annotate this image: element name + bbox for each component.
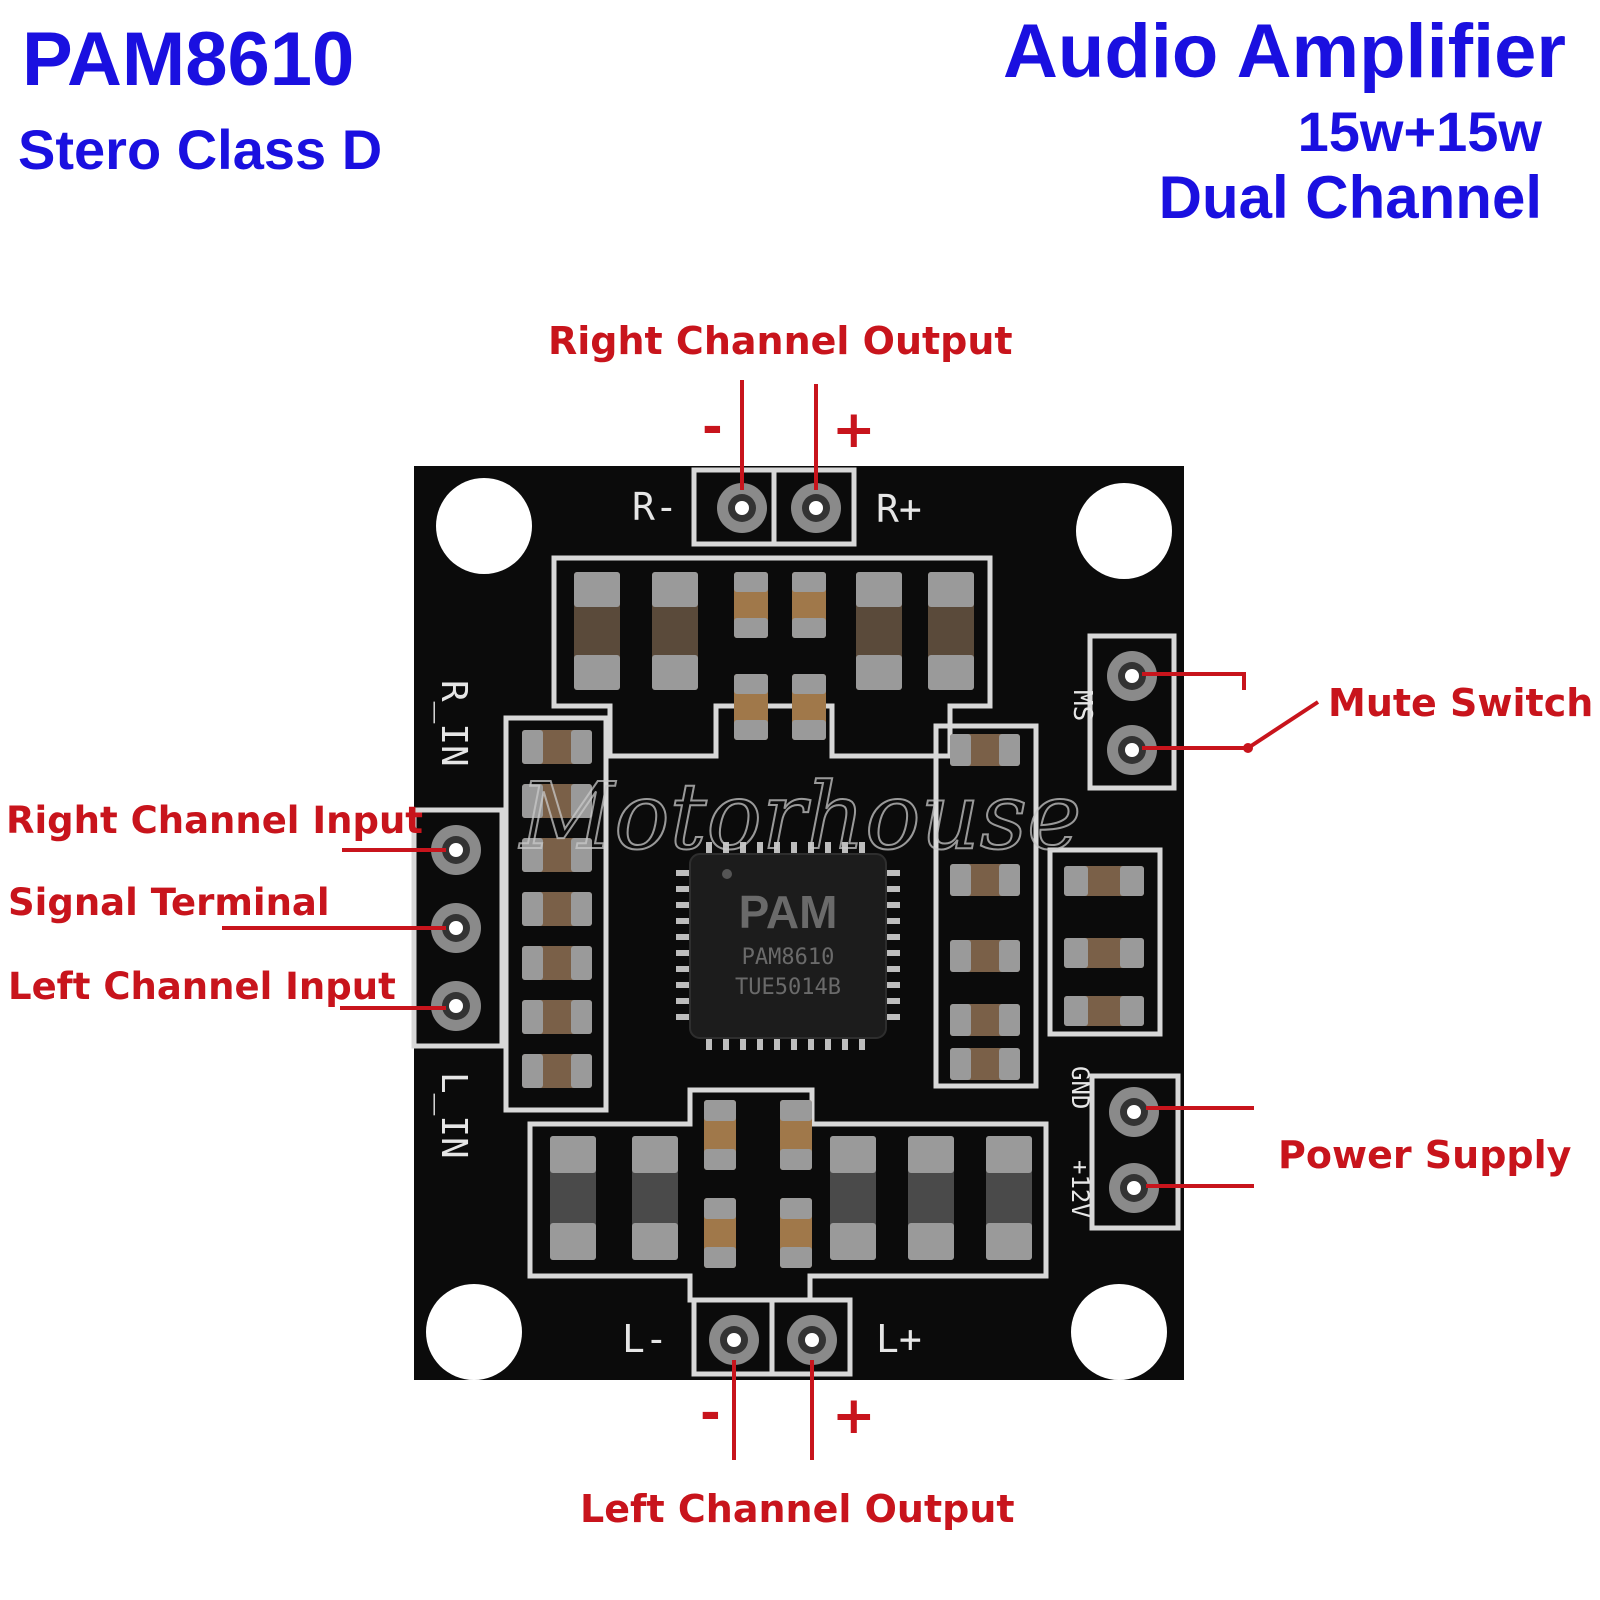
smd-part <box>704 1198 736 1268</box>
pad-gnd <box>1109 1087 1159 1137</box>
smd-part <box>734 674 768 740</box>
smd-part <box>652 572 698 690</box>
smd-part <box>950 734 1020 766</box>
label-power-supply: Power Supply <box>1278 1133 1572 1177</box>
pad-signal <box>431 903 481 953</box>
pad-mute-1 <box>1107 651 1157 701</box>
smd-part <box>1064 996 1144 1026</box>
smd-part <box>522 946 592 980</box>
smd-part <box>1064 938 1144 968</box>
silk-l-in: L_IN <box>433 1072 474 1159</box>
smd-part <box>632 1136 678 1260</box>
smd-part <box>908 1136 954 1260</box>
mounting-hole <box>436 478 532 574</box>
smd-components <box>522 572 1144 1268</box>
silk-r-minus: R- <box>632 485 678 529</box>
smd-part <box>950 1048 1020 1080</box>
pad-r-in <box>431 825 481 875</box>
label-left-channel-output: Left Channel Output <box>580 1487 1015 1531</box>
pad-l-in <box>431 981 481 1031</box>
pad-l-minus <box>709 1315 759 1365</box>
smd-part <box>522 784 592 818</box>
mounting-hole <box>426 1284 522 1380</box>
pad-r-minus <box>717 483 767 533</box>
smd-part <box>950 864 1020 896</box>
chip-code: TUE5014B <box>735 975 841 1000</box>
smd-part <box>574 572 620 690</box>
label-mute-switch: Mute Switch <box>1328 681 1594 725</box>
silk-gnd: GND <box>1066 1066 1094 1109</box>
chip-part: PAM8610 <box>742 945 835 970</box>
smd-part <box>830 1136 876 1260</box>
smd-part <box>522 1000 592 1034</box>
smd-part <box>1064 866 1144 896</box>
smd-part <box>522 730 592 764</box>
pad-mute-2 <box>1107 725 1157 775</box>
pad-l-plus <box>787 1315 837 1365</box>
model-title: PAM8610 <box>22 17 355 102</box>
silkscreen-outlines <box>411 467 1181 1377</box>
mounting-hole <box>1076 483 1172 579</box>
sign-left-minus: - <box>700 1384 721 1442</box>
silk-r-in: R_IN <box>433 680 474 767</box>
chip-brand: PAM <box>739 886 838 938</box>
mounting-hole <box>1071 1284 1167 1380</box>
leader-dot <box>1243 743 1253 753</box>
label-signal-terminal: Signal Terminal <box>8 881 330 924</box>
smd-part <box>950 940 1020 972</box>
smd-part <box>522 838 592 872</box>
smd-part <box>780 1198 812 1268</box>
leader-lines <box>222 380 1320 1460</box>
amplifier-chip: PAM PAM8610 TUE5014B <box>676 842 900 1050</box>
smd-part <box>792 674 826 740</box>
smd-part <box>522 892 592 926</box>
smd-part <box>986 1136 1032 1260</box>
channel-info: Dual Channel <box>1158 164 1542 231</box>
smd-part <box>550 1136 596 1260</box>
silk-vin: +12V <box>1066 1160 1094 1218</box>
label-right-channel-input: Right Channel Input <box>6 799 423 842</box>
smd-part <box>522 1054 592 1088</box>
sign-right-plus: + <box>832 400 876 460</box>
power-rating: 15w+15w <box>1297 100 1542 163</box>
pad-vin <box>1109 1163 1159 1213</box>
silk-l-plus: L+ <box>876 1317 922 1361</box>
smd-part <box>734 572 768 638</box>
smd-part <box>856 572 902 690</box>
model-subtitle: Stero Class D <box>18 118 383 181</box>
smd-part <box>780 1100 812 1170</box>
smd-part <box>950 1004 1020 1036</box>
silk-l-minus: L- <box>622 1317 668 1361</box>
sign-right-minus: - <box>702 398 723 456</box>
silk-r-plus: R+ <box>876 487 922 531</box>
pad-r-plus <box>791 483 841 533</box>
product-type: Audio Amplifier <box>1003 9 1566 94</box>
label-left-channel-input: Left Channel Input <box>8 965 396 1008</box>
pads <box>431 483 1159 1365</box>
silk-mute: MS <box>1067 690 1097 721</box>
smd-part <box>704 1100 736 1170</box>
label-right-channel-output: Right Channel Output <box>548 319 1013 363</box>
smd-part <box>792 572 826 638</box>
watermark: Motorhouse <box>518 763 1081 870</box>
smd-part <box>928 572 974 690</box>
sign-left-plus: + <box>832 1386 876 1446</box>
